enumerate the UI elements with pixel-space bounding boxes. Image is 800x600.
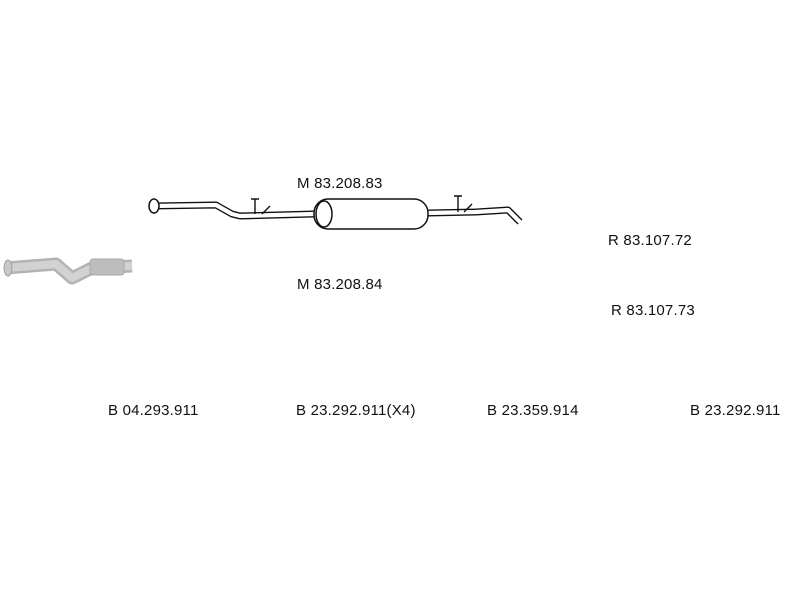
muffler-assembly-m83.208.83[interactable] (148, 195, 523, 230)
part-label-m83.208.84: M 83.208.84 (297, 276, 383, 293)
part-label-b23.292.911-x4: B 23.292.911(X4) (296, 402, 416, 419)
part-label-r83.107.73: R 83.107.73 (611, 302, 695, 319)
part-label-m83.208.83: M 83.208.83 (297, 175, 383, 192)
part-label-b04.293.911: B 04.293.911 (108, 402, 199, 419)
part-label-b23.359.914: B 23.359.914 (487, 402, 579, 419)
part-label-b23.292.911: B 23.292.911 (690, 402, 781, 419)
front-pipe-ghost (3, 257, 133, 285)
part-label-r83.107.72: R 83.107.72 (608, 232, 692, 249)
